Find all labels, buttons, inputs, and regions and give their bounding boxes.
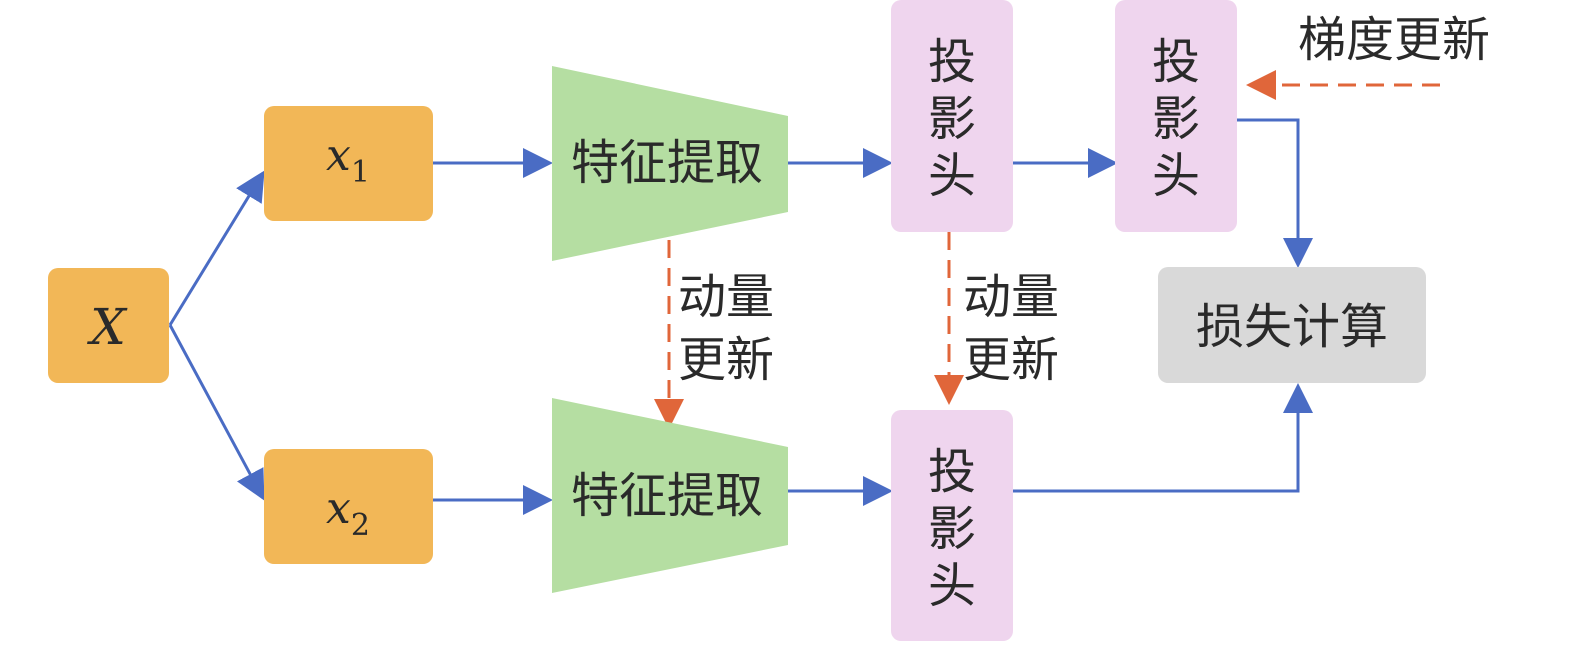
view-2-label: x2	[326, 483, 370, 543]
extractor-top-label: 特征提取	[571, 135, 763, 191]
arrow-projector-top-to-loss	[1237, 118, 1313, 268]
projector-top-1-char-1: 投	[928, 34, 976, 90]
node-projector-bottom: 投 影 头	[891, 410, 1013, 641]
node-extractor-bottom: 特征提取	[552, 398, 788, 593]
arrow-projector-bottom-to-loss	[1013, 383, 1313, 493]
extractor-top-shape	[552, 66, 788, 261]
momentum-projector-line-1: 动量	[963, 269, 1059, 325]
node-view-2: x2	[264, 449, 433, 564]
annotation-momentum-extractor: 动量 更新	[678, 269, 774, 388]
projector-bottom-box	[891, 410, 1013, 641]
view-2-subscript: 2	[351, 508, 370, 543]
node-loss: 损失计算	[1158, 267, 1426, 383]
loss-label: 损失计算	[1196, 299, 1388, 355]
projector-bottom-char-2: 影	[928, 501, 976, 557]
projector-top-1-char-3: 头	[928, 148, 976, 204]
node-input-x: X	[48, 268, 169, 383]
projector-top-1-box	[891, 0, 1013, 232]
momentum-extractor-line-1: 动量	[678, 269, 774, 325]
update-arrows	[654, 70, 1440, 429]
view-1-label: x1	[326, 130, 370, 190]
connectors	[168, 118, 1313, 515]
view-1-subscript: 1	[351, 155, 370, 190]
projector-top-2-box	[1115, 0, 1237, 232]
projector-top-2-char-3: 头	[1152, 148, 1200, 204]
projector-top-1-char-2: 影	[928, 91, 976, 147]
momentum-extractor-line-2: 更新	[678, 332, 774, 388]
extractor-bottom-shape	[552, 398, 788, 593]
projector-bottom-char-3: 头	[928, 558, 976, 614]
node-extractor-top: 特征提取	[552, 66, 788, 261]
projector-bottom-char-1: 投	[928, 444, 976, 500]
arrow-x-to-x1	[168, 170, 265, 326]
loss-box	[1158, 267, 1426, 383]
projector-top-2-char-1: 投	[1152, 34, 1200, 90]
momentum-projector-line-2: 更新	[963, 332, 1059, 388]
node-view-1: x1	[264, 106, 433, 221]
arrow-x-to-x2	[168, 324, 265, 501]
node-projector-top-1: 投 影 头	[891, 0, 1013, 232]
node-projector-top-2: 投 影 头	[1115, 0, 1237, 232]
extractor-bottom-label: 特征提取	[571, 468, 763, 524]
view-2-box	[264, 449, 433, 564]
input-x-box	[48, 268, 169, 383]
annotation-momentum-projector: 动量 更新	[963, 269, 1059, 388]
projector-top-2-char-2: 影	[1152, 91, 1200, 147]
gradient-update-label: 梯度更新	[1298, 12, 1490, 68]
input-x-label: X	[86, 298, 128, 356]
view-1-box	[264, 106, 433, 221]
